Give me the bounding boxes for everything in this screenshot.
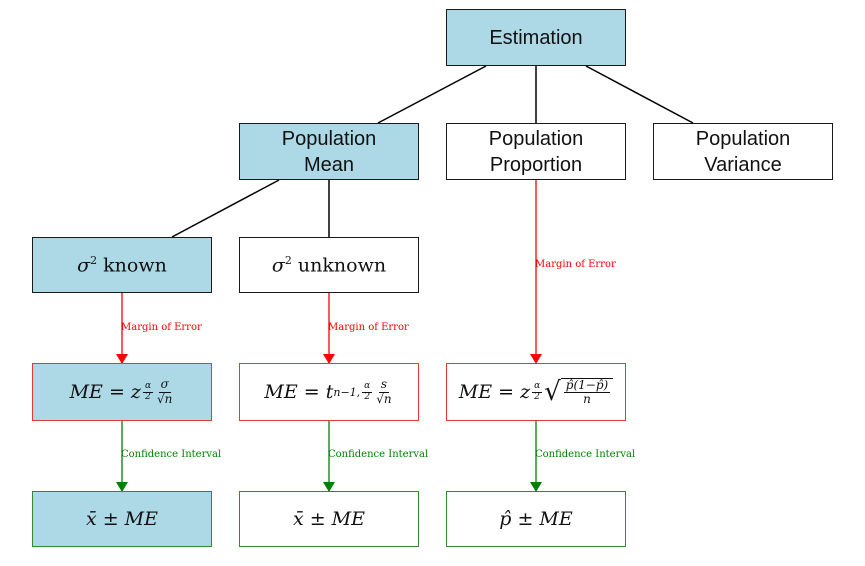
formula-lhs: ME = t: [264, 381, 334, 403]
edge-label-margin-of-error: Margin of Error: [121, 322, 202, 333]
ci-expression: x̄ ± ME: [85, 508, 159, 530]
node-estimation: Estimation: [446, 9, 626, 66]
square-root: √ p̂(1−p̂)n: [544, 377, 614, 407]
edge-root-mean: [377, 65, 487, 124]
frac-den: √n: [376, 391, 392, 406]
alpha-num: α: [142, 380, 154, 393]
frac-num: p̂(1−p̂): [563, 377, 611, 393]
frac-num: σ: [158, 377, 171, 393]
edge-label-confidence-interval: Confidence Interval: [535, 449, 636, 460]
s-over-root-n: s√n: [376, 377, 392, 406]
node-line: Population: [281, 127, 377, 150]
formula-lhs: ME = z: [458, 381, 531, 403]
node-sigma-known: σ2 known: [32, 237, 212, 293]
frac-den: √n: [157, 391, 173, 406]
exponent: 2: [284, 253, 292, 267]
ci-expression: p̂ ± ME: [499, 508, 573, 530]
node-line: Variance: [704, 153, 782, 176]
edge-mean-known: [171, 179, 280, 238]
alpha-den: 2: [364, 391, 371, 402]
ci-xbar-unknown: x̄ ± ME: [239, 491, 419, 547]
node-line: Mean: [303, 153, 355, 176]
frac-num: s: [378, 377, 389, 393]
alpha-den: 2: [145, 391, 151, 402]
edge-root-variance: [585, 65, 694, 124]
node-estimation-label: Estimation: [489, 26, 583, 49]
t-subscript: n−1,: [333, 385, 361, 399]
node-text: known: [97, 254, 167, 277]
edge-label-confidence-interval: Confidence Interval: [328, 449, 429, 460]
alpha-num: α: [362, 380, 373, 393]
alpha-den: 2: [534, 391, 541, 402]
edge-label-confidence-interval: Confidence Interval: [121, 449, 222, 460]
radical-sign-icon: √: [544, 377, 561, 407]
sigma-symbol: σ: [77, 254, 91, 277]
node-line: Population: [488, 127, 584, 150]
frac-den: n: [583, 392, 591, 406]
ci-expression: x̄ ± ME: [292, 508, 366, 530]
node-sigma-unknown: σ2 unknown: [239, 237, 419, 293]
ci-xbar-known: x̄ ± ME: [32, 491, 212, 547]
p-hat-fraction: p̂(1−p̂)n: [563, 377, 611, 406]
ci-phat: p̂ ± ME: [446, 491, 626, 547]
sigma-over-root-n: σ√n: [157, 377, 173, 406]
node-line: Population: [695, 127, 791, 150]
sigma-symbol: σ: [271, 254, 285, 277]
edge-label-margin-of-error: Margin of Error: [535, 259, 616, 270]
edge-label-margin-of-error: Margin of Error: [328, 322, 409, 333]
node-line: Proportion: [489, 153, 583, 176]
exponent: 2: [90, 253, 98, 267]
formula-lhs: ME = z: [69, 381, 141, 403]
node-text: unknown: [291, 254, 387, 277]
alpha-num: α: [532, 380, 543, 393]
